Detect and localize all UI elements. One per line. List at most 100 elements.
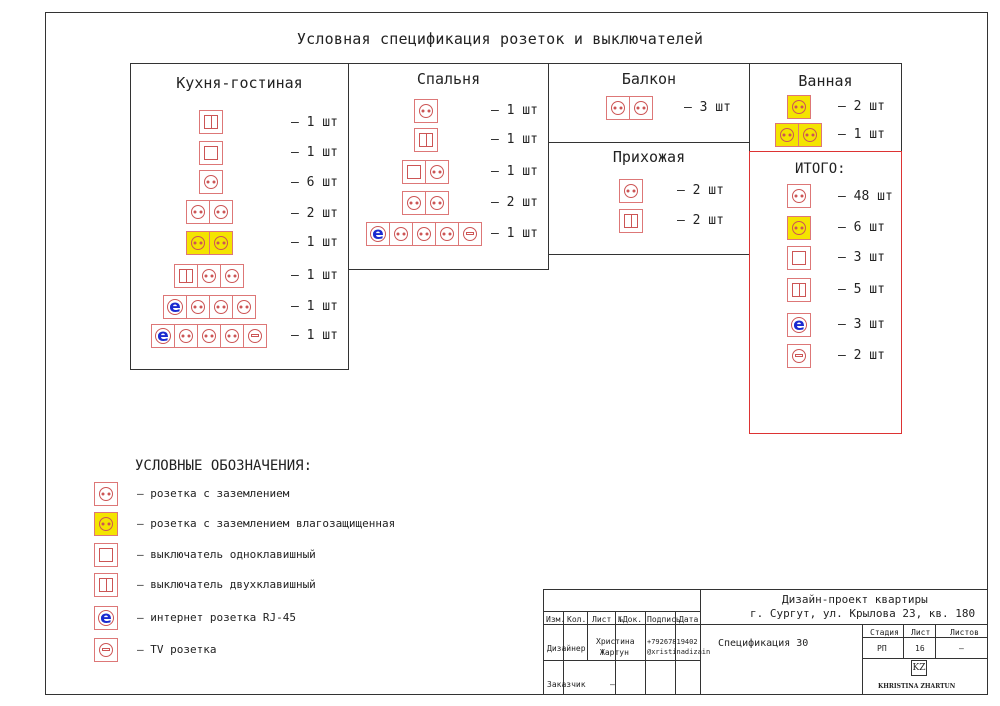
stamp-instagram: @xristinadizain [647, 648, 711, 656]
hall-qty-1: – 2 шт [677, 183, 724, 198]
socket-icon [435, 222, 459, 246]
stamp-project-line2: г. Сургут, ул. Крылова 23, кв. 180 [750, 607, 976, 620]
total-row-3 [787, 246, 811, 270]
single-switch-icon [199, 141, 223, 165]
kitchen-row-7: e [163, 295, 256, 319]
bedroom-qty-2: – 1 шт [491, 132, 538, 147]
stamp-sheet-header: Лист [911, 628, 931, 637]
hall-qty-2: – 2 шт [677, 213, 724, 228]
stamp-customer-role: Заказчик [547, 680, 586, 689]
stamp-sheets-header: Листов [950, 628, 979, 637]
waterproof-socket-icon [787, 95, 811, 119]
kitchen-row-6 [174, 264, 244, 288]
internet-socket-icon: e [151, 324, 175, 348]
socket-icon [186, 200, 210, 224]
brand-logo: KZ [911, 660, 927, 676]
balcony-qty-1: – 3 шт [684, 100, 731, 115]
bedroom-row-3 [402, 160, 449, 184]
legend-text-5: – интернет розетка RJ-45 [137, 611, 296, 624]
stamp-phone: +79267819402 [647, 638, 698, 646]
total-row-2 [787, 216, 811, 240]
brand-name: KHRISTINA ZHARTUN [878, 683, 956, 690]
kitchen-qty-7: – 1 шт [291, 299, 338, 314]
socket-icon [94, 482, 118, 506]
room-kitchen-title: Кухня-гостиная [176, 74, 303, 92]
kitchen-row-2 [199, 141, 223, 165]
legend-text-3: – выключатель одноклавишный [137, 548, 316, 561]
stamp-header-sign: Подпись [647, 615, 681, 624]
socket-icon [199, 170, 223, 194]
tv-socket-icon [94, 638, 118, 662]
double-switch-icon [199, 110, 223, 134]
socket-icon [425, 191, 449, 215]
bedroom-qty-3: – 1 шт [491, 164, 538, 179]
stamp-header-count: Кол. [567, 615, 587, 624]
socket-icon [174, 324, 198, 348]
legend-text-4: – выключатель двухклавишный [137, 578, 316, 591]
total-title: ИТОГО: [795, 161, 846, 177]
single-switch-icon [94, 543, 118, 567]
legend-row-5: e [94, 606, 118, 630]
stamp-header-date: Дата [679, 615, 699, 624]
tv-socket-icon [243, 324, 267, 348]
double-switch-icon [174, 264, 198, 288]
total-box: ИТОГО: [749, 151, 902, 434]
bath-qty-1: – 2 шт [838, 99, 885, 114]
kitchen-row-8: e [151, 324, 267, 348]
stamp-project-line1: Дизайн-проект квартиры [782, 593, 928, 606]
stamp-stage: РП [877, 644, 887, 653]
legend-title: УСЛОВНЫЕ ОБОЗНАЧЕНИЯ: [135, 458, 313, 474]
legend-row-2 [94, 512, 118, 536]
balcony-row-1 [606, 96, 653, 120]
tv-socket-icon [458, 222, 482, 246]
kitchen-qty-1: – 1 шт [291, 115, 338, 130]
stamp-sheets: – [959, 644, 964, 653]
stamp-sheet-title: Спецификация 30 [718, 638, 809, 649]
kitchen-qty-2: – 1 шт [291, 145, 338, 160]
stamp-sheet: 16 [915, 644, 925, 653]
double-switch-icon [414, 128, 438, 152]
total-qty-5: – 3 шт [838, 317, 885, 332]
kitchen-row-3 [199, 170, 223, 194]
socket-icon [209, 200, 233, 224]
bedroom-row-4 [402, 191, 449, 215]
double-switch-icon [94, 573, 118, 597]
bath-row-1 [787, 95, 811, 119]
total-qty-2: – 6 шт [838, 220, 885, 235]
socket-icon [197, 264, 221, 288]
legend-row-4 [94, 573, 118, 597]
waterproof-socket-icon [798, 123, 822, 147]
kitchen-qty-8: – 1 шт [291, 328, 338, 343]
legend-row-3 [94, 543, 118, 567]
room-bath-title: Ванная [798, 72, 853, 90]
room-hall-title: Прихожая [612, 148, 686, 166]
drawing-frame [45, 12, 988, 695]
room-hall: Прихожая [548, 142, 750, 255]
kitchen-row-5 [186, 231, 233, 255]
socket-icon [209, 295, 233, 319]
total-row-1 [787, 184, 811, 208]
waterproof-socket-icon [186, 231, 210, 255]
legend-text-6: – TV розетка [137, 643, 217, 656]
bath-qty-2: – 1 шт [838, 127, 885, 142]
socket-icon [220, 264, 244, 288]
bedroom-row-2 [414, 128, 438, 152]
total-row-5: e [787, 313, 811, 337]
stamp-designer-name2: Жартун [600, 648, 629, 657]
single-switch-icon [787, 246, 811, 270]
socket-icon [186, 295, 210, 319]
tv-socket-icon [787, 344, 811, 368]
socket-icon [232, 295, 256, 319]
kitchen-qty-5: – 1 шт [291, 235, 338, 250]
bedroom-row-5: e [366, 222, 482, 246]
stamp-customer-value: – [610, 680, 615, 689]
socket-icon [197, 324, 221, 348]
bedroom-qty-5: – 1 шт [491, 226, 538, 241]
double-switch-icon [787, 278, 811, 302]
socket-icon [414, 99, 438, 123]
internet-socket-icon: e [163, 295, 187, 319]
total-row-4 [787, 278, 811, 302]
room-balcony-title: Балкон [621, 70, 677, 88]
stamp-header-change: Изм. [546, 615, 566, 624]
kitchen-row-4 [186, 200, 233, 224]
